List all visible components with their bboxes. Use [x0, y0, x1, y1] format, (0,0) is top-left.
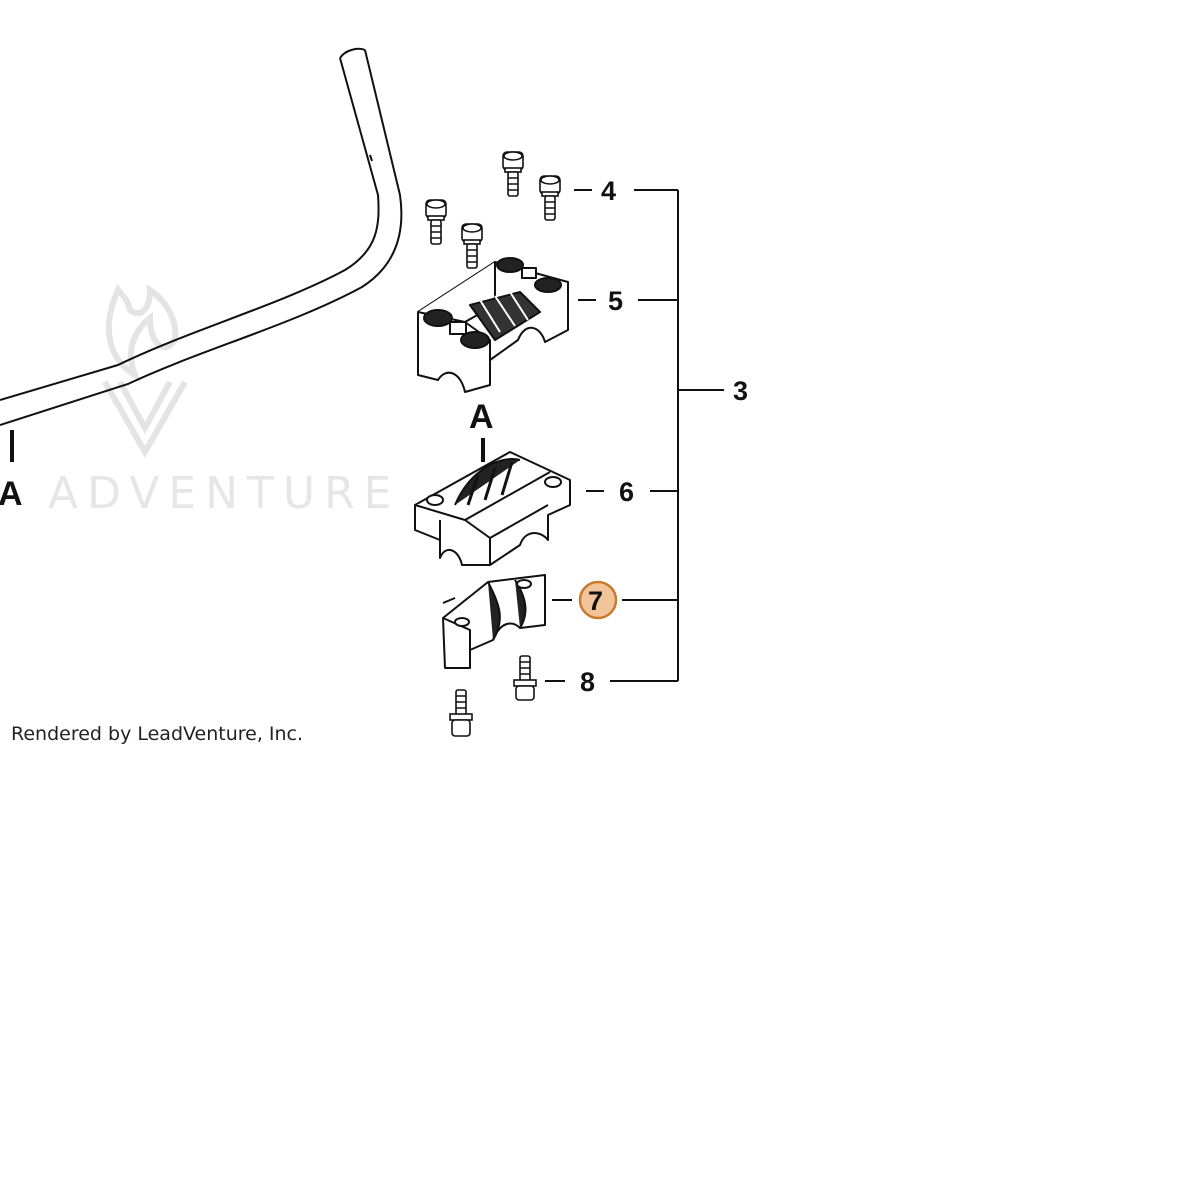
view-marker-left-label: A: [0, 475, 23, 513]
view-marker-center-label: A: [469, 398, 494, 436]
callout-8[interactable]: 8: [580, 667, 595, 697]
bolt-part-4d: [461, 223, 483, 269]
bolt-part-4a: [502, 151, 524, 197]
watermark: ADVENTURE: [48, 284, 400, 519]
upper-clamp-part-5: [417, 257, 569, 393]
bolt-part-8a: [513, 655, 537, 701]
watermark-text: ADVENTURE: [48, 468, 400, 519]
callout-5[interactable]: 5: [608, 286, 623, 316]
callout-4[interactable]: 4: [601, 176, 616, 206]
view-marker-left: A: [0, 430, 23, 513]
leader-lines: [545, 189, 724, 682]
callout-3[interactable]: 3: [733, 376, 748, 406]
render-credit: Rendered by LeadVenture, Inc.: [11, 723, 303, 745]
bolt-part-4c: [425, 199, 447, 245]
callout-7[interactable]: 7: [588, 586, 603, 616]
half-clamp-part-7: [442, 574, 546, 669]
bolt-part-8b: [449, 689, 473, 737]
handlebar: [0, 47, 403, 426]
lower-clamp-part-6: [414, 451, 571, 566]
callout-7-highlight[interactable]: [578, 580, 618, 620]
bolt-part-4b: [539, 175, 561, 221]
callout-6[interactable]: 6: [619, 477, 634, 507]
watermark-logo-icon: [102, 284, 188, 459]
view-marker-center: A: [469, 398, 494, 462]
